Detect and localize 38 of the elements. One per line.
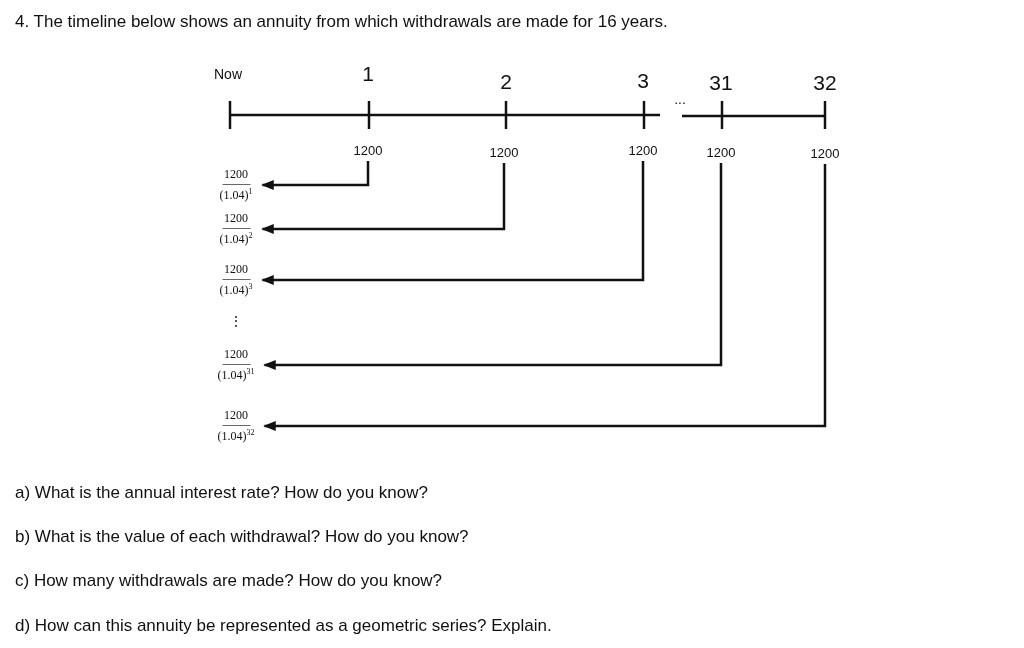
arrow <box>263 163 723 370</box>
question-title: 4. The timeline below shows an annuity from which withdrawals are made for 16 years. <box>15 12 668 32</box>
numerator: 1200 <box>222 167 250 185</box>
question-text: d) How can this annuity be represented as a geometric series? Explain. <box>15 616 552 636</box>
denominator: (1.04)$^{3}$ <box>219 281 253 298</box>
arrow <box>263 164 827 431</box>
denominator: (1.04)$^{2}$ <box>219 230 253 247</box>
fraction-expression <box>217 347 255 383</box>
payment-amount: 1200 <box>810 146 840 161</box>
numerator: 1200 <box>222 211 250 229</box>
fraction-expression <box>219 211 253 247</box>
ellipsis: ⋮ <box>229 313 243 330</box>
numerator: 1200 <box>222 408 250 426</box>
question-text: c) How many withdrawals are made? How do you know? <box>15 571 443 591</box>
tick-label: 2 <box>500 70 512 95</box>
ellipsis: ... <box>674 91 686 108</box>
denominator: (1.04)$^{32}$ <box>217 427 255 444</box>
tick-label: Now <box>214 66 242 83</box>
payment-amount: 1200 <box>706 145 736 160</box>
arrow <box>261 161 645 285</box>
numerator: 1200 <box>222 262 250 280</box>
fraction-expression <box>217 408 255 444</box>
tick-label: 3 <box>637 69 649 94</box>
arrow <box>261 161 370 190</box>
question-text: b) What is the value of each withdrawal? How do you know? <box>15 527 469 547</box>
denominator: (1.04)$^{1}$ <box>219 186 253 203</box>
numerator: 1200 <box>222 347 250 365</box>
question-text: a) What is the annual interest rate? How do you know? <box>15 483 428 503</box>
payment-amount: 1200 <box>353 143 383 158</box>
payment-amount: 1200 <box>489 145 519 160</box>
payment-amount: 1200 <box>628 143 658 158</box>
fraction-expression <box>219 262 253 298</box>
tick-label: 31 <box>709 71 733 96</box>
tick-label: 1 <box>362 62 374 87</box>
tick-label: 32 <box>813 71 837 96</box>
arrow <box>261 163 506 234</box>
denominator: (1.04)$^{31}$ <box>217 366 255 383</box>
fraction-expression <box>219 167 253 203</box>
